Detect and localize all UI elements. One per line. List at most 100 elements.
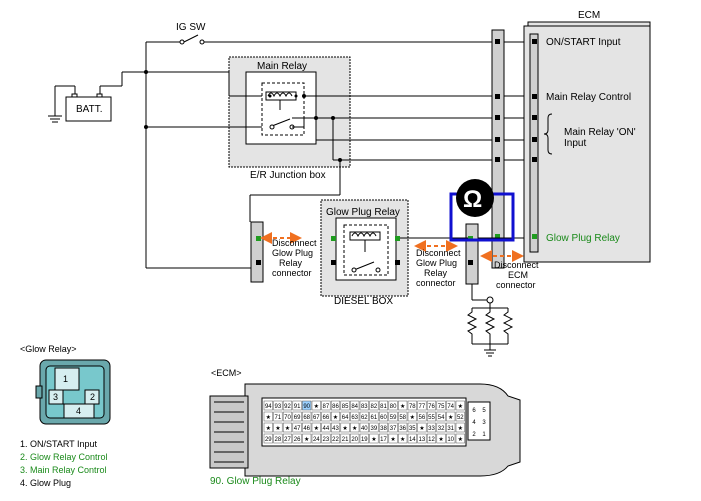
ecm-pin-number: 33 (428, 426, 435, 432)
ecm-side-pin-number: 5 (482, 408, 486, 414)
glow-relay-connector-right (465, 223, 479, 285)
ecm-pin-number: 10 (447, 437, 454, 443)
ecm-pin-number: ★ (275, 425, 280, 432)
main-relay-label: Main Relay (257, 61, 307, 72)
ecm-pin-on-start: ON/START Input (546, 37, 621, 48)
ecm-pin-number: 69 (294, 415, 301, 421)
ecm-pin-cell (359, 411, 369, 422)
ecm-pin-cell (340, 433, 350, 444)
ecm-pin-number: 81 (380, 404, 387, 410)
legend-item-1: 1. ON/START Input (20, 439, 98, 449)
ecm-pin-number: ★ (458, 436, 463, 443)
ecm-pin-cell (417, 400, 427, 411)
ecm-pin-cell (436, 433, 446, 444)
ecm-pin-glow-plug-relay: Glow Plug Relay (546, 233, 620, 244)
ecm-pin-cell (340, 411, 350, 422)
ecm-pin-cell (378, 433, 389, 444)
ecm-pin-number: ★ (314, 425, 319, 432)
ecm-pin-cell (321, 411, 331, 422)
ecm-pin-number: 13 (419, 437, 426, 443)
ecm-pin-number: 82 (371, 404, 378, 410)
ecm-pin-cell (330, 411, 341, 422)
ecm-pin-cell (263, 400, 273, 411)
ecm-pin-number: 35 (409, 426, 416, 432)
ecm-pin-cell (302, 422, 312, 433)
ecm-pin-cell (359, 400, 369, 411)
ig-switch-label: IG SW (176, 22, 206, 33)
ecm-pin-number: 24 (313, 437, 320, 443)
ecm-pin-cell (388, 433, 398, 444)
ecm-pin-cell (311, 422, 321, 433)
ecm-pin-cell (292, 422, 302, 433)
ecm-connector-caption: 90. Glow Plug Relay (210, 476, 301, 487)
ecm-pin-cell (359, 422, 369, 433)
ecm-pin-number: 46 (303, 426, 310, 432)
ecm-pin-number: ★ (438, 436, 443, 443)
ecm-pin-cell (378, 422, 389, 433)
ecm-pin-number: ★ (352, 425, 357, 432)
ecm-side-pin-number: 4 (472, 420, 476, 426)
ecm-pin-number: ★ (458, 403, 463, 410)
glow-plugs (466, 296, 514, 357)
ecm-pin-cell (436, 400, 446, 411)
ecm-pin-cell (292, 400, 302, 411)
ecm-pin-cell (398, 422, 408, 433)
ecm-pin-cell (292, 411, 302, 422)
ecm-pin-cell (407, 433, 417, 444)
ecm-pin-cell (263, 433, 273, 444)
ecm-pin-number: 63 (351, 415, 358, 421)
ecm-pin-cell (340, 422, 350, 433)
ohmmeter (449, 179, 515, 242)
ecm-pin-number: 86 (332, 404, 339, 410)
ecm-pin-cell (417, 433, 427, 444)
ecm-pin-number: 28 (275, 437, 282, 443)
ecm-pin-cell (455, 400, 465, 411)
ecm-pin-cell (388, 411, 398, 422)
disconnect-ecm-label: Disconnect ECM connector (494, 260, 541, 290)
ecm-pin-cell (446, 411, 456, 422)
ecm-pin-number: 90 (303, 404, 310, 410)
ecm-pin-cell (426, 433, 437, 444)
ecm-pin-number: 29 (265, 437, 272, 443)
ecm-connector-title: <ECM> (211, 368, 242, 378)
ecm-pin-number: 23 (323, 437, 330, 443)
ecm-pin-number: ★ (333, 414, 338, 421)
ecm-pin-cell (455, 433, 465, 444)
ecm-pin-number: 22 (332, 437, 339, 443)
ecm-pin-cell (321, 400, 331, 411)
ecm-pin-cell (436, 422, 446, 433)
battery-label: BATT. (76, 104, 102, 115)
ecm-pin-cell (350, 422, 360, 433)
ecm-side-pin-number: 2 (472, 432, 476, 438)
ecm-pin-number: 17 (380, 437, 387, 443)
ecm-pin-cell (311, 400, 321, 411)
ecm-pin-cell (359, 433, 369, 444)
ecm-pin-cell (407, 411, 417, 422)
ecm-pin-number: ★ (400, 403, 405, 410)
ecm-pin-number: 78 (409, 404, 416, 410)
ecm-pin-cell (273, 400, 283, 411)
ecm-pin-number: 77 (419, 404, 426, 410)
ecm-connector-strip (491, 29, 505, 269)
ecm-pin-number: 84 (351, 404, 358, 410)
legend-item-2: 2. Glow Relay Control (20, 452, 108, 462)
ecm-pin-number: 47 (294, 426, 301, 432)
ecm-pin-number: 36 (399, 426, 406, 432)
ecm-pin-number: 67 (313, 415, 320, 421)
ecm-pin-cell (330, 433, 341, 444)
glow-relay-connector-left (250, 221, 264, 283)
ecm-pin-number: 93 (275, 404, 282, 410)
ecm-pin-number: 61 (371, 415, 378, 421)
glow-plug-relay-label: Glow Plug Relay (326, 207, 400, 218)
ecm-pin-cell (417, 411, 427, 422)
ecm-pin-cell (302, 433, 312, 444)
ecm-pin-cell (426, 422, 437, 433)
ecm-pin-cell (273, 433, 283, 444)
ecm-pin-number: 44 (323, 426, 330, 432)
ecm-pin-cell (407, 422, 417, 433)
battery (48, 71, 146, 123)
diesel-box-label: DIESEL BOX (334, 296, 393, 307)
